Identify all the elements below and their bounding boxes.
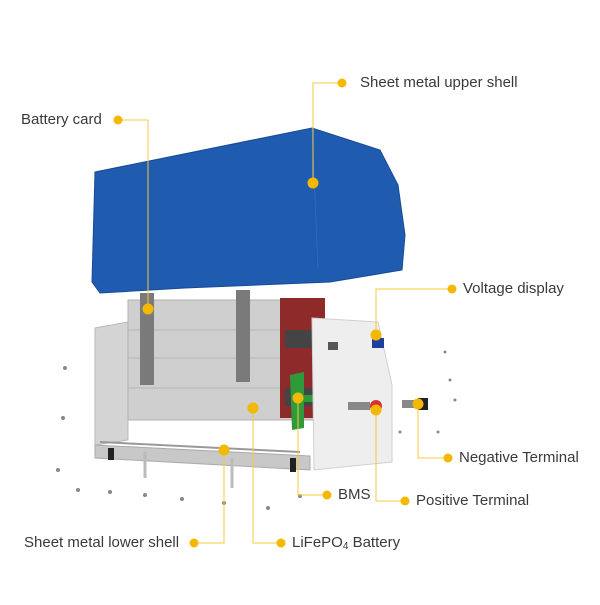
screws xyxy=(56,350,457,510)
label-negative-terminal: Negative Terminal xyxy=(459,449,579,466)
label-bms: BMS xyxy=(338,486,371,503)
callout-dot-voltage-display xyxy=(370,329,382,341)
label-lifepo4-sub: 4 xyxy=(342,541,349,552)
battery-cells xyxy=(127,290,325,421)
label-lower-shell: Sheet metal lower shell xyxy=(24,534,180,551)
label-upper-shell: Sheet metal upper shell xyxy=(360,74,518,91)
callout-dot-upper-shell-label xyxy=(337,78,347,88)
callout-dot-voltage-display-label xyxy=(447,284,457,294)
callout-dot-lifepo4-battery-label xyxy=(276,538,286,548)
battery-card-strap xyxy=(140,293,154,385)
callout-dot-negative-terminal-label xyxy=(443,453,453,463)
callout-dots xyxy=(113,78,457,548)
callout-dot-lower-shell xyxy=(218,444,230,456)
label-lifepo4-main: LiFePO xyxy=(292,534,343,551)
upper-shell-part xyxy=(91,127,406,294)
callout-dot-lifepo4-battery xyxy=(247,402,259,414)
label-lifepo4-battery: LiFePO4 Battery xyxy=(292,534,400,556)
leader-lines xyxy=(118,82,452,544)
callout-dot-bms-label xyxy=(322,490,332,500)
callout-dot-battery-card xyxy=(142,303,154,315)
battery-card-strap xyxy=(236,290,250,382)
callout-dot-negative-terminal xyxy=(412,398,424,410)
label-positive-terminal: Positive Terminal xyxy=(416,492,530,509)
callout-dot-battery-card-label xyxy=(113,115,123,125)
callout-dot-positive-terminal-label xyxy=(400,496,410,506)
callout-dot-upper-shell xyxy=(307,177,319,189)
label-voltage-display: Voltage display xyxy=(463,280,564,297)
callout-dot-lower-shell-label xyxy=(189,538,199,548)
lower-shell-part xyxy=(94,321,361,488)
voltage-display-part xyxy=(372,338,384,348)
front-panel xyxy=(311,317,393,471)
label-lifepo4-tail: Battery xyxy=(348,534,401,551)
label-battery-card: Battery card xyxy=(21,111,102,128)
callout-dot-bms xyxy=(292,392,304,404)
callout-dot-positive-terminal xyxy=(370,404,382,416)
